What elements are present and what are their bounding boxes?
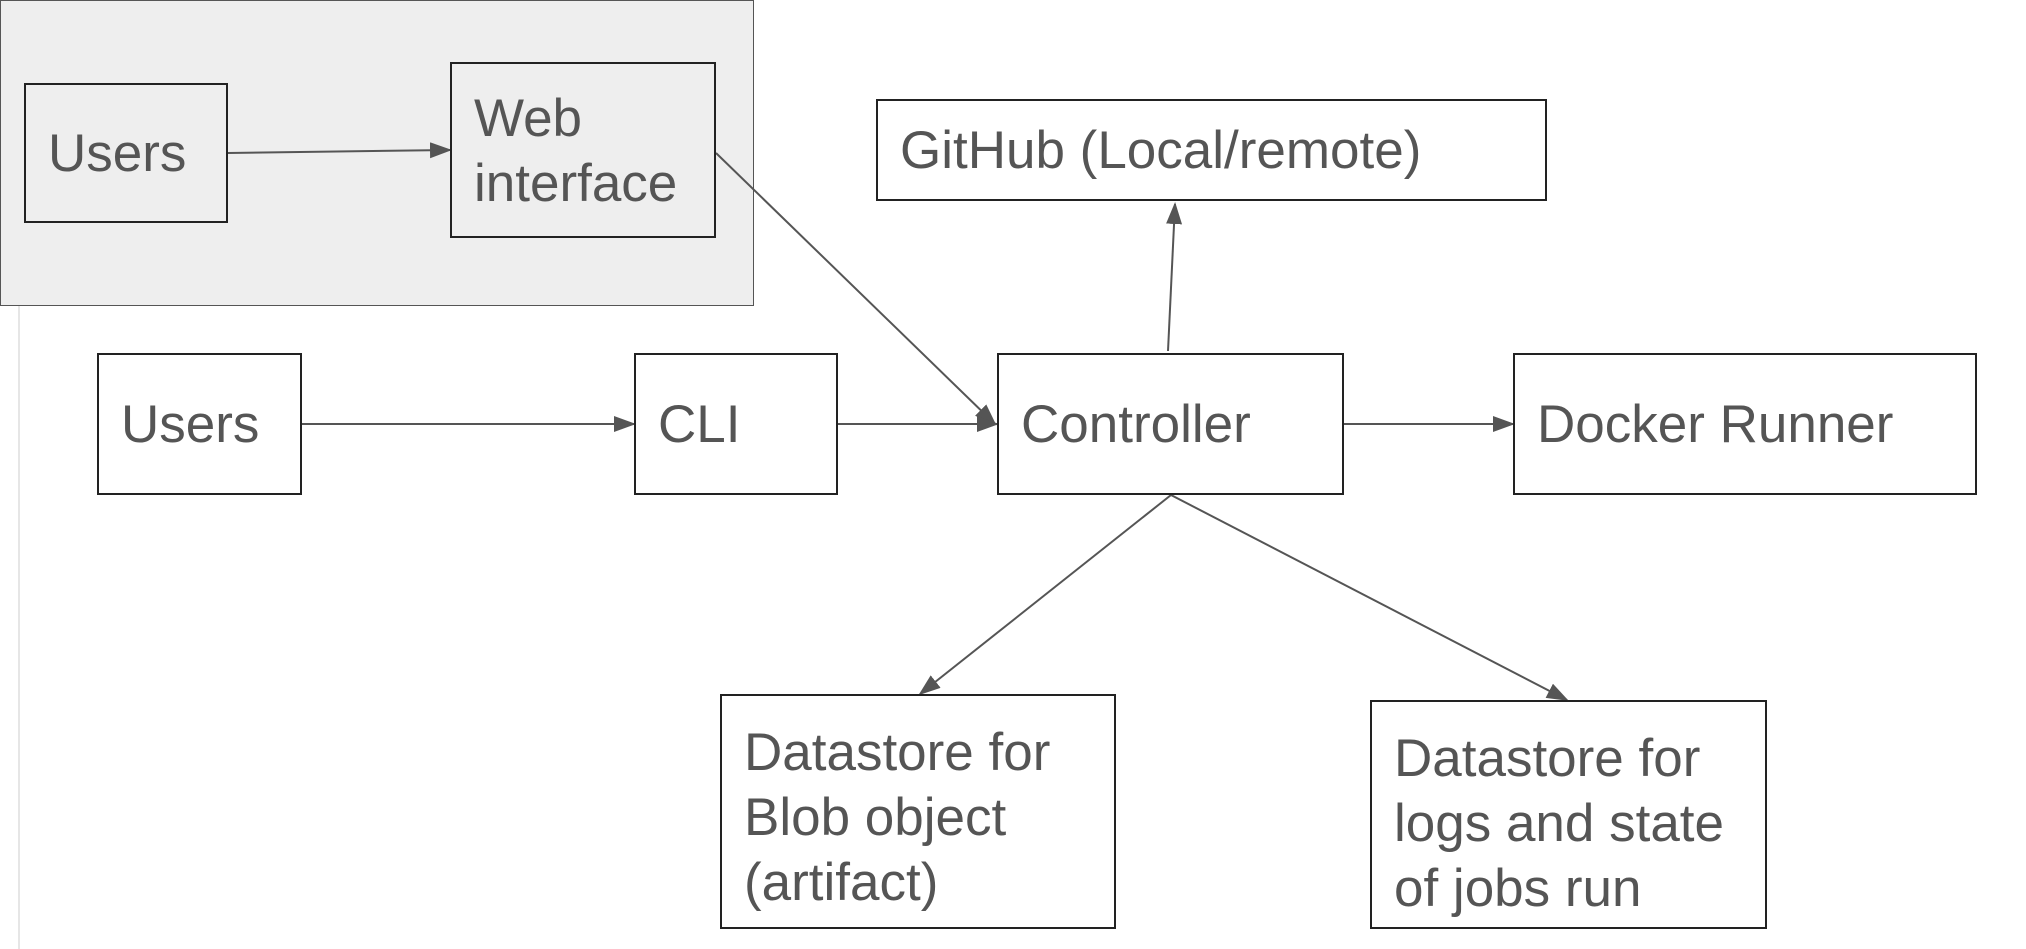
node-datastore-blob: Datastore for Blob object (artifact)	[720, 694, 1116, 929]
page-edge-line	[18, 300, 20, 949]
node-users-main: Users	[97, 353, 302, 495]
node-docker-runner: Docker Runner	[1513, 353, 1977, 495]
edge-controller-to-github	[1166, 202, 1183, 352]
edge-controller-to-logs	[1170, 494, 1569, 701]
edge-controller-to-blob	[918, 494, 1172, 696]
node-datastore-logs: Datastore for logs and state of jobs run	[1370, 700, 1767, 929]
node-github: GitHub (Local/remote)	[876, 99, 1547, 201]
node-users-top: Users	[24, 83, 228, 223]
node-controller: Controller	[997, 353, 1344, 495]
edge-users-to-web	[227, 142, 452, 159]
node-web-interface: Web interface	[450, 62, 716, 238]
node-cli: CLI	[634, 353, 838, 495]
edge-web-to-controller	[715, 152, 997, 426]
